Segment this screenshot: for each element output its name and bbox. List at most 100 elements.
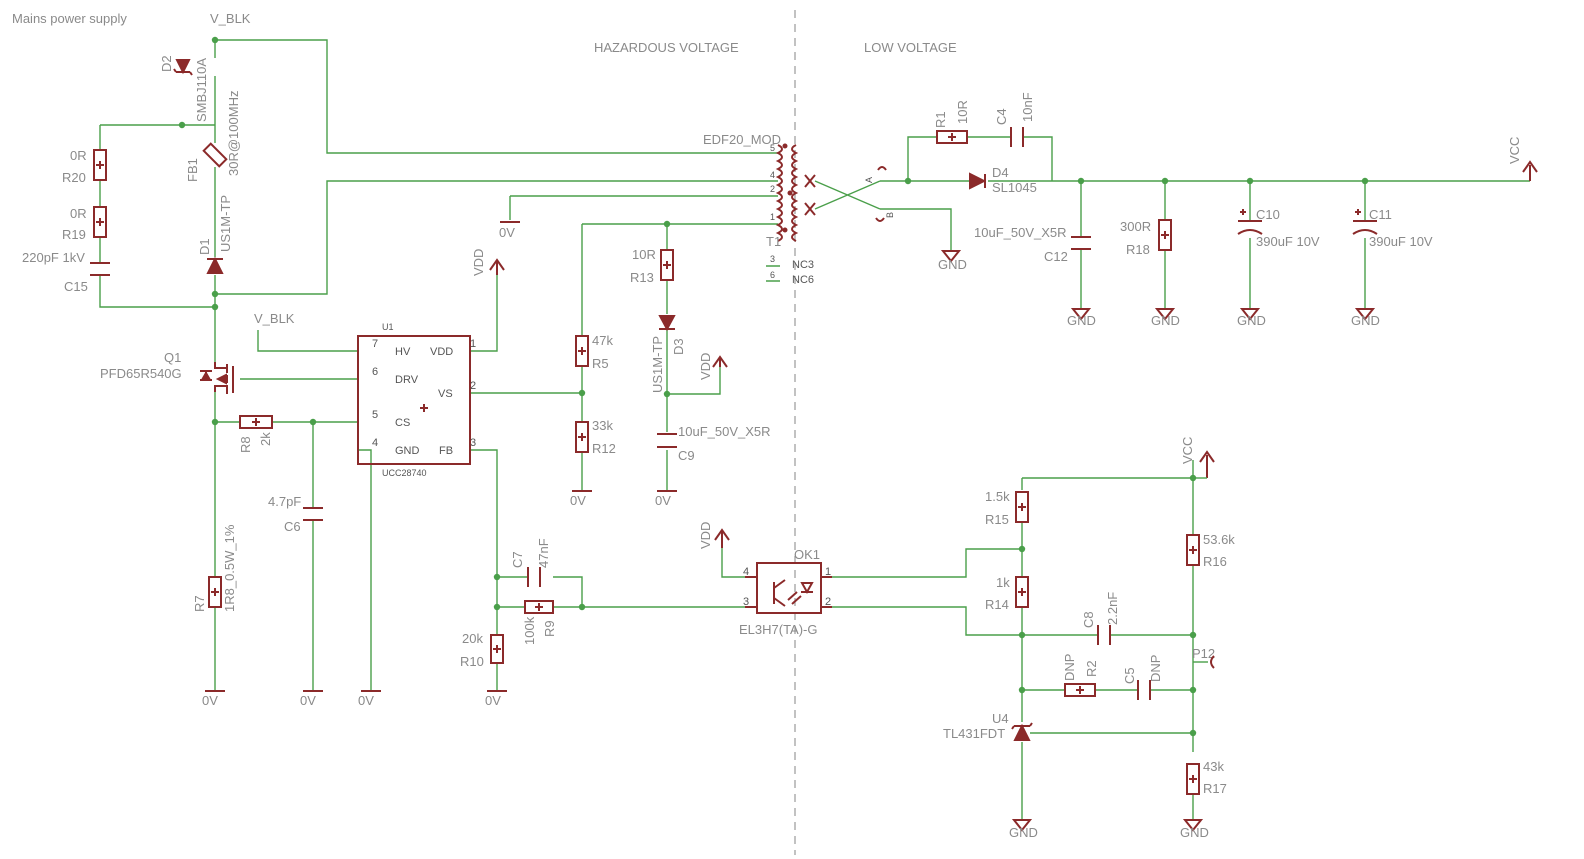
r1-ref: R1 <box>933 111 948 128</box>
gnd-label-u4: GND <box>1009 825 1038 840</box>
c9-value: 10uF_50V_X5R <box>678 424 771 439</box>
r19-resistor <box>93 206 107 238</box>
r7-ref: R7 <box>192 595 207 612</box>
u1-pinnum-gnd: 4 <box>372 437 378 449</box>
q1-mosfet <box>200 362 234 394</box>
r14-value: 1k <box>996 575 1010 590</box>
t1-pin-4: 4 <box>770 170 775 180</box>
c8-ref: C8 <box>1081 611 1096 628</box>
r19-ref: R19 <box>62 227 86 242</box>
u4-ref: U4 <box>992 711 1009 726</box>
r20-resistor <box>93 149 107 181</box>
u1-pin-fb: FB <box>439 445 453 457</box>
ok1-value: EL3H7(TA)-G <box>739 622 818 637</box>
r16-resistor <box>1186 534 1200 566</box>
r13-resistor <box>660 249 674 281</box>
c4-capacitor <box>1010 127 1024 147</box>
ok1-pin-4: 4 <box>743 566 749 578</box>
c9-ref: C9 <box>678 448 695 463</box>
gnd-label-r17: GND <box>1180 825 1209 840</box>
zero-volt-label-t1: 0V <box>499 225 515 240</box>
q1-ref: Q1 <box>164 350 181 365</box>
vcc-symbol-feedback <box>1193 450 1215 479</box>
r20-value: 0R <box>70 148 87 163</box>
c6-ref: C6 <box>284 519 301 534</box>
c15-capacitor <box>90 262 110 276</box>
gnd-label-c12: GND <box>1067 313 1096 328</box>
vdd-symbol-aux <box>712 355 728 368</box>
gnd-label-t1: GND <box>938 257 967 272</box>
u1-pinnum-vs: 2 <box>470 380 476 392</box>
r1-resistor <box>936 130 968 144</box>
r15-resistor <box>1015 491 1029 523</box>
c15-value: 220pF 1kV <box>22 250 85 265</box>
u1-pin-vdd: VDD <box>430 346 453 358</box>
r12-value: 33k <box>592 418 613 433</box>
u1-pinnum-hv: 7 <box>372 338 378 350</box>
vcc-label-feedback: VCC <box>1180 437 1195 464</box>
r5-resistor <box>575 335 589 367</box>
c12-value: 10uF_50V_X5R <box>974 225 1067 240</box>
r13-ref: R13 <box>630 270 654 285</box>
c11-capacitor <box>1352 209 1378 235</box>
u1-ref: U1 <box>382 322 394 332</box>
r17-ref: R17 <box>1203 781 1227 796</box>
r2-resistor <box>1064 683 1096 697</box>
c11-value: 390uF 10V <box>1369 234 1433 249</box>
d3-value: US1M-TP <box>650 336 665 393</box>
u1-controller-ic <box>357 335 471 465</box>
wires <box>99 39 1530 820</box>
r9-resistor <box>524 600 554 614</box>
d2-tvs-diode <box>173 59 193 76</box>
c11-ref: C11 <box>1369 207 1392 222</box>
r7-value: 1R8_0.5W_1% <box>222 524 237 612</box>
vdd-symbol-u1 <box>489 258 505 275</box>
c7-value: 47nF <box>536 538 551 568</box>
t1-pin-a: A <box>864 177 874 183</box>
u4-shunt-regulator <box>1011 722 1033 741</box>
zero-volt-label-r10: 0V <box>485 693 501 708</box>
vcc-symbol-output <box>1522 160 1538 181</box>
t1-pin-1: 1 <box>770 212 775 222</box>
c10-value: 390uF 10V <box>1256 234 1320 249</box>
u1-pin-hv: HV <box>395 346 411 358</box>
zero-volt-label-r7: 0V <box>202 693 218 708</box>
r8-value: 2k <box>258 432 273 446</box>
r17-resistor <box>1186 763 1200 795</box>
t1-secondary-cross <box>814 180 881 210</box>
c5-value: DNP <box>1148 655 1163 682</box>
c12-capacitor <box>1071 236 1091 250</box>
p12-testpoint <box>1210 655 1215 669</box>
r9-ref: R9 <box>542 620 557 637</box>
d1-value: US1M-TP <box>218 195 233 252</box>
r10-value: 20k <box>462 631 483 646</box>
r19-value: 0R <box>70 206 87 221</box>
r1-value: 10R <box>955 100 970 124</box>
c8-capacitor <box>1097 625 1111 645</box>
c5-ref: C5 <box>1122 667 1137 684</box>
zero-volt-label-c9: 0V <box>655 493 671 508</box>
ok1-ref: OK1 <box>794 547 820 562</box>
r12-ref: R12 <box>592 441 616 456</box>
t1-pin-b: B <box>885 212 895 218</box>
d1-ref: D1 <box>197 238 212 255</box>
r5-value: 47k <box>592 333 613 348</box>
r18-resistor <box>1158 219 1172 251</box>
c5-capacitor <box>1137 680 1151 700</box>
t1-ref: T1 <box>766 234 781 249</box>
r10-ref: R10 <box>460 654 484 669</box>
r14-ref: R14 <box>985 597 1009 612</box>
d3-diode <box>658 315 676 332</box>
t1-pin-2: 2 <box>770 184 775 194</box>
u1-pinnum-cs: 5 <box>372 409 378 421</box>
r17-value: 43k <box>1203 759 1224 774</box>
schematic-title: Mains power supply <box>12 11 127 26</box>
t1-transformer <box>775 143 816 242</box>
u1-value: UCC28740 <box>382 468 427 478</box>
gnd-label-c10: GND <box>1237 313 1266 328</box>
t1-nc3-label: NC3 <box>792 259 814 271</box>
r16-ref: R16 <box>1203 554 1227 569</box>
u1-pin-drv: DRV <box>395 374 419 386</box>
gnd-label-c11: GND <box>1351 313 1380 328</box>
zero-volt-symbols <box>205 221 677 692</box>
